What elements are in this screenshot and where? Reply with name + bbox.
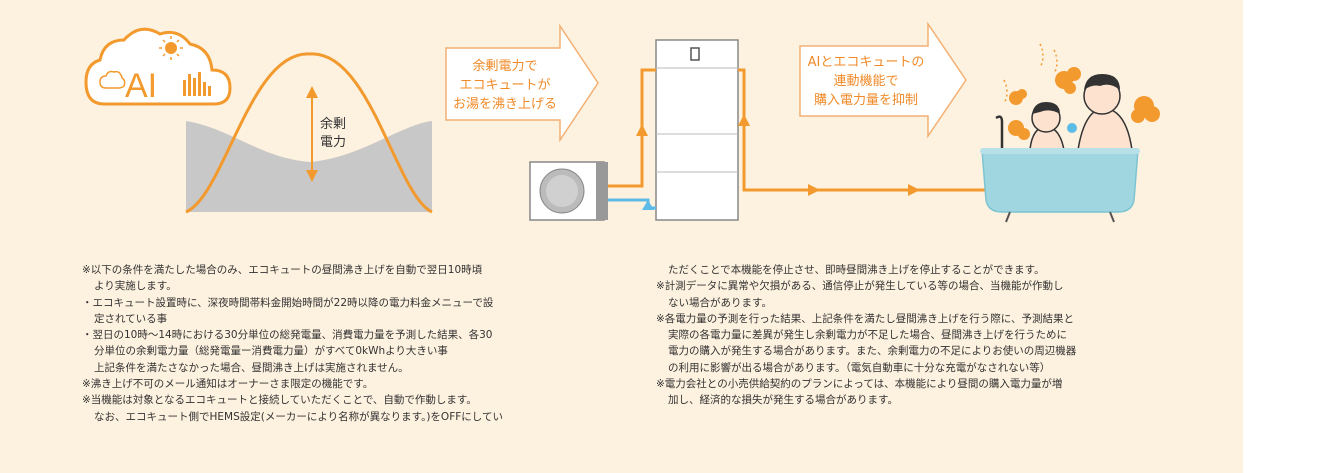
note-line: 上記条件を満たさなかった場合、昼間沸き上げは実施されません。 [94, 361, 409, 374]
notes-left: ※以下の条件を満たした場合のみ、エコキュートの昼間沸き上げを自動で翌日10時頃 … [82, 262, 503, 425]
consumption-area [186, 121, 432, 212]
arrow2-line3: 購入電力量を抑制 [814, 93, 918, 108]
note-line: ・翌日の10時〜14時における30分単位の総発電量、消費電力量を予測した結果、各… [82, 329, 493, 342]
note-line: より実施します。 [94, 280, 177, 293]
note-line: ない場合があります。 [668, 296, 772, 309]
surplus-label-line1: 余剰 [320, 116, 346, 132]
arrow1-line1: 余剰電力で [472, 58, 537, 74]
note-line: ※電力会社との小売供給契約のプランによっては、本機能により昼間の購入電力量が増 [656, 378, 1063, 391]
arrow2-line2: 連動機能で [833, 74, 898, 89]
surplus-label-line2: 電力 [320, 135, 346, 150]
arrow1-line2: エコキュートが [459, 78, 550, 93]
note-line: ※以下の条件を満たした場合のみ、エコキュートの昼間沸き上げを自動で翌日10時頃 [82, 264, 483, 276]
note-line: 実際の各電力量に差異が発生し余剰電力が不足した場合、昼間沸き上げを行うために [668, 329, 1067, 342]
note-line: ・エコキュート設置時に、深夜時間帯料金開始時間が22時以降の電力料金メニューで設 [82, 296, 494, 309]
flower-decor-icon [1008, 67, 1160, 140]
heat-pump-unit-icon [529, 161, 608, 221]
small-cloud-icon [99, 70, 126, 89]
notes-right: ただくことで本機能を停止させ、即時昼間沸き上げを停止することができます。 ※計測… [656, 262, 1076, 409]
note-line: ※沸き上げ不可のメール通知はオーナーさま限定の機能です。 [82, 378, 374, 391]
note-line: ※計測データに異常や欠損がある、通信停止が発生している等の場合、当機能が作動し [656, 280, 1064, 293]
arrow-box-1 [445, 23, 599, 143]
sun-icon [159, 36, 183, 60]
bar-chart-icon [183, 72, 211, 96]
note-line: ただくことで本機能を停止させ、即時昼間沸き上げを停止することができます。 [668, 264, 1045, 276]
note-line: ※当機能は対象となるエコキュートと接続していただくことで、自動で作動します。 [82, 394, 477, 407]
background-panel: AI 余剰 電力 余剰電力で エコキュートが お湯を沸き上げる [0, 0, 1243, 473]
family-icon [1029, 74, 1133, 151]
shower-icon [995, 115, 1004, 150]
note-line: の利用に影響が出る場合があります。（電気自動車に十分な充電がなされない等） [668, 361, 1051, 374]
supply-pipe [738, 68, 1000, 192]
note-line: 分単位の余剰電力量（総発電量ー消費電力量）がすべて0kWhより大きい事 [94, 345, 448, 358]
generation-curve [185, 52, 433, 214]
diagram: AI 余剰 電力 余剰電力で エコキュートが お湯を沸き上げる [84, 21, 1160, 223]
arrow1-line3: お湯を沸き上げる [453, 97, 557, 112]
note-line: 電力の購入が発生する場合があります。また、余剰電力の不足によりお使いの周辺機器 [668, 345, 1077, 358]
hot-pipe [608, 68, 656, 188]
surplus-arrow [306, 86, 318, 182]
bathtub-scene [980, 43, 1160, 223]
note-line: 定されている事 [94, 312, 168, 325]
note-line: なお、エコキュート側でHEMS設定(メーカーにより名称が異なります。)をOFFに… [94, 410, 503, 423]
note-line: 加し、経済的な損失が発生する場合があります。 [668, 394, 898, 407]
note-line: ※各電力量の予測を行った結果、上記条件を満たし昼間沸き上げを行う際に、予測結果と [656, 312, 1074, 325]
ai-logo: AI [84, 27, 232, 106]
bathtub-icon [981, 149, 1139, 213]
arrow2-line1: AIとエコキュートの [808, 55, 925, 70]
water-tank-icon [655, 39, 739, 221]
ai-logo-text: AI [125, 67, 157, 105]
arrow-box-2 [799, 21, 967, 139]
